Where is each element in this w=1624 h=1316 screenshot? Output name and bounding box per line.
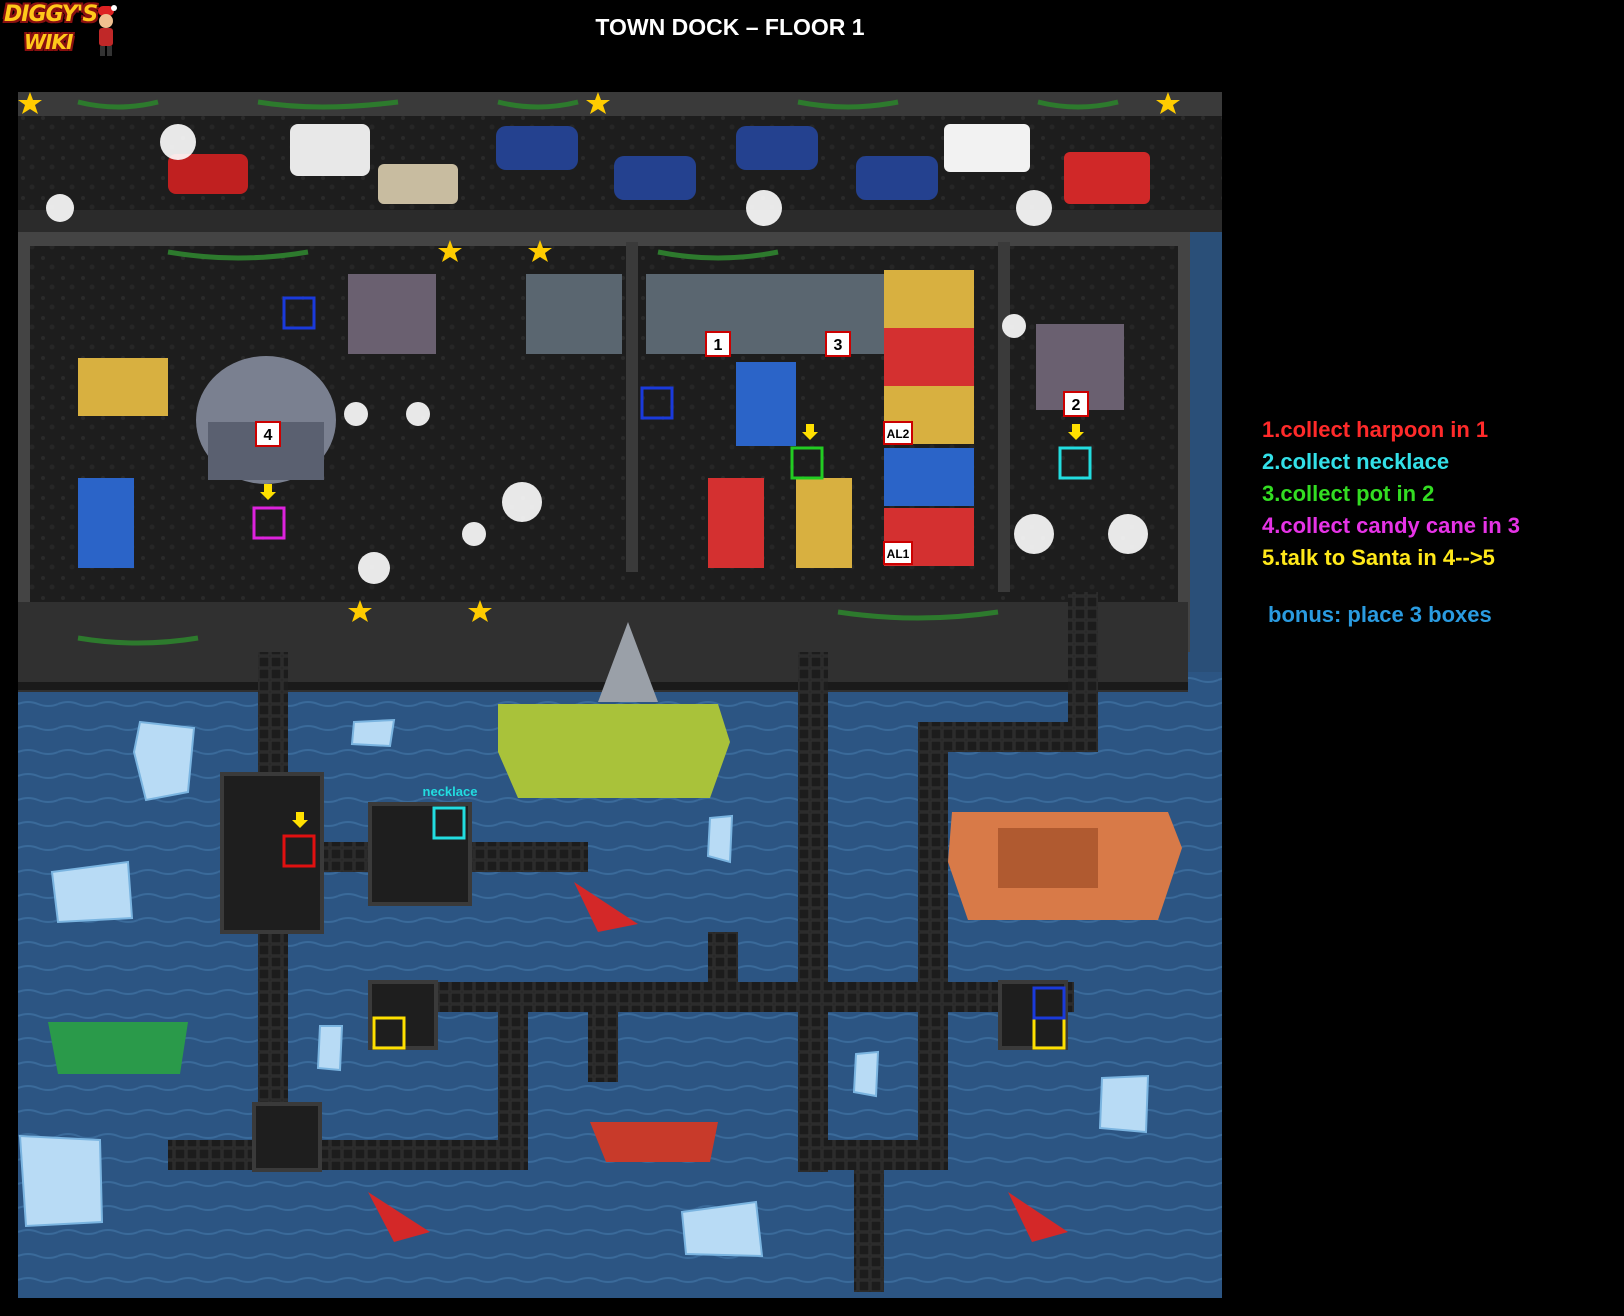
marker-2: 2 (1063, 391, 1089, 417)
diggy-avatar-icon (98, 5, 117, 56)
legend-step-5: 5.talk to Santa in 4-->5 (1262, 545, 1495, 570)
marker-al2-label: AL2 (887, 427, 910, 441)
instructions-legend: 1.collect harpoon in 1 2.collect necklac… (1262, 414, 1622, 628)
compound-wall-left (18, 232, 30, 652)
inner-wall-1 (626, 242, 638, 572)
diggys-wiki-logo: DIGGY'S WIKI (2, 0, 122, 62)
yellow-arrow-icons (260, 424, 1084, 828)
garland-decoration (77, 99, 1119, 646)
marker-3-label: 3 (834, 337, 843, 354)
highlight-pot (790, 446, 824, 480)
logo-line-2: WIKI (24, 30, 73, 54)
highlight-gift-2 (640, 386, 674, 420)
highlight-box-slot-1 (372, 1016, 406, 1050)
quay-edge (18, 682, 1188, 690)
marker-4: 4 (255, 421, 281, 447)
marker-3: 3 (825, 331, 851, 357)
compound-wall-right (1178, 232, 1190, 652)
boats (48, 622, 1182, 1242)
legend-step-4: 4.collect candy cane in 3 (1262, 513, 1521, 538)
street-lane (18, 210, 1222, 232)
marker-4-label: 4 (264, 427, 273, 444)
highlight-necklace (432, 806, 466, 840)
legend-step-3: 3.collect pot in 2 (1262, 481, 1435, 506)
highlight-harpoon (282, 834, 316, 868)
level-map: 1 3 2 4 AL2 AL1 necklace (18, 92, 1222, 1298)
snow-piles (46, 124, 1148, 584)
inner-wall-2 (998, 242, 1010, 592)
highlight-candy-cane (252, 506, 286, 540)
vehicles (168, 124, 1150, 204)
highlight-gift-1 (282, 296, 316, 330)
ice-floes (18, 718, 1150, 1258)
page-title: TOWN DOCK – FLOOR 1 (595, 14, 865, 40)
top-wall (18, 92, 1222, 116)
island-left (220, 772, 324, 934)
legend-bonus: bonus: place 3 boxes (1268, 602, 1492, 627)
highlight-npc-2 (1058, 446, 1092, 480)
marker-1-label: 1 (714, 337, 723, 354)
containers (78, 270, 974, 568)
quay-wall (18, 602, 1188, 692)
marker-al1-label: AL1 (887, 547, 910, 561)
walkways (168, 592, 1098, 1292)
marker-2-label: 2 (1072, 397, 1081, 414)
marker-al1: AL1 (883, 541, 913, 565)
island-bottom (252, 1102, 322, 1172)
island-mid (368, 802, 472, 906)
highlight-gift-3 (1032, 986, 1066, 1020)
logo-line-1: DIGGY'S (4, 2, 98, 27)
marker-1: 1 (705, 331, 731, 357)
legend-step-2: 2.collect necklace (1262, 449, 1450, 474)
compound-wall-top (18, 232, 1188, 246)
legend-step-1: 1.collect harpoon in 1 (1262, 417, 1489, 442)
necklace-label: necklace (423, 784, 478, 799)
marker-al2: AL2 (883, 421, 913, 445)
star-decorations (18, 92, 1180, 622)
